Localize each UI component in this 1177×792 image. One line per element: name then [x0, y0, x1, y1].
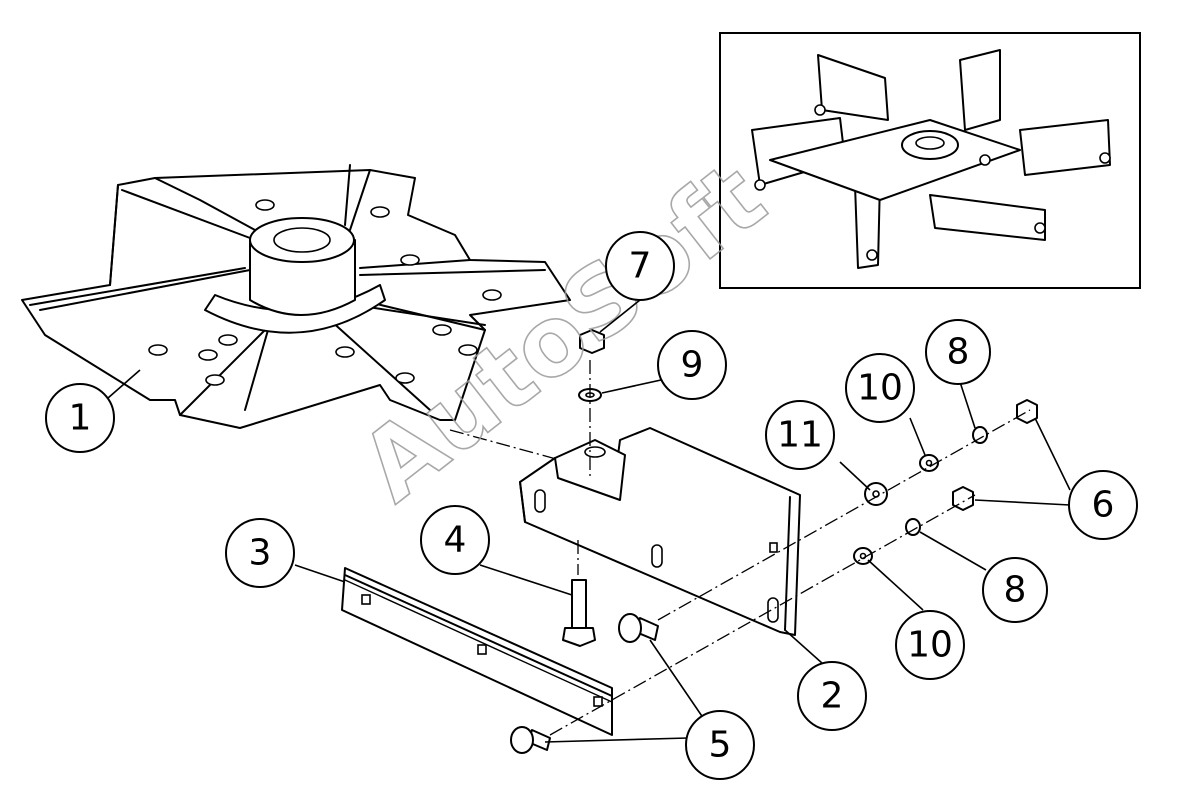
svg-text:8: 8	[947, 332, 970, 373]
svg-text:10: 10	[907, 625, 953, 666]
paddle-bracket	[519, 427, 801, 636]
callout-10-lower: 10	[895, 610, 965, 680]
svg-text:6: 6	[1092, 485, 1115, 526]
callout-3: 3	[225, 518, 295, 588]
callout-4: 4	[420, 505, 490, 575]
callout-1: 1	[45, 383, 115, 453]
svg-text:1: 1	[69, 398, 92, 439]
callout-2: 2	[797, 661, 867, 731]
rotor-hub-plate	[21, 164, 571, 429]
svg-text:4: 4	[444, 520, 467, 561]
svg-text:9: 9	[681, 345, 704, 386]
svg-text:10: 10	[857, 368, 903, 409]
callout-6: 6	[1068, 470, 1138, 540]
svg-text:5: 5	[709, 725, 732, 766]
scraper-blade	[341, 567, 613, 736]
center-lines	[449, 360, 1031, 736]
callout-8-lower: 8	[982, 557, 1048, 623]
leader-lines	[107, 299, 1071, 743]
callout-11: 11	[765, 400, 835, 470]
callout-10-upper: 10	[845, 353, 915, 423]
carriage-bolts	[510, 613, 659, 754]
callout-5: 5	[685, 710, 755, 780]
callout-8-upper: 8	[925, 319, 991, 385]
callout-7: 7	[605, 231, 675, 301]
svg-text:11: 11	[777, 415, 823, 456]
svg-text:7: 7	[629, 246, 652, 287]
svg-text:8: 8	[1004, 570, 1027, 611]
svg-text:3: 3	[249, 533, 272, 574]
callout-9: 9	[657, 330, 727, 400]
svg-text:2: 2	[821, 676, 844, 717]
assembly-inset	[719, 32, 1141, 289]
hex-bolt	[562, 579, 596, 647]
